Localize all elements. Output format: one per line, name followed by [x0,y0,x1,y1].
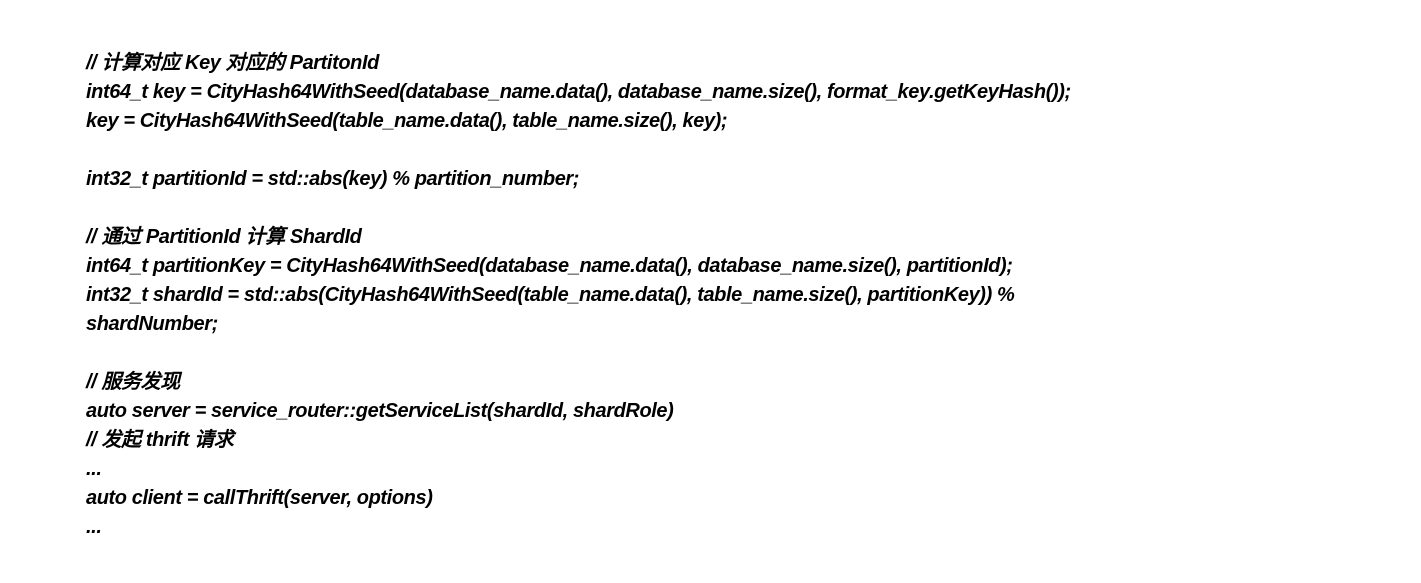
blank-line [86,194,1406,223]
code-snippet: // 计算对应 Key 对应的 PartitonId int64_t key =… [86,49,1406,542]
code-line: int64_t partitionKey = CityHash64WithSee… [86,255,1013,277]
blank-line [86,136,1406,165]
comment-line: // 通过 PartitionId 计算 ShardId [86,226,362,248]
comment-line: // 发起 thrift 请求 [86,429,234,451]
code-line: shardNumber; [86,313,218,335]
code-line: int64_t key = CityHash64WithSeed(databas… [86,81,1071,103]
ellipsis-line: ... [86,458,102,480]
code-line: auto server = service_router::getService… [86,400,674,422]
code-line: auto client = callThrift(server, options… [86,487,433,509]
code-line: key = CityHash64WithSeed(table_name.data… [86,110,728,132]
blank-line [86,339,1406,368]
code-line: int32_t shardId = std::abs(CityHash64Wit… [86,284,1015,306]
code-line: int32_t partitionId = std::abs(key) % pa… [86,168,580,190]
ellipsis-line: ... [86,516,102,538]
comment-line: // 服务发现 [86,371,180,393]
comment-line: // 计算对应 Key 对应的 PartitonId [86,52,379,74]
